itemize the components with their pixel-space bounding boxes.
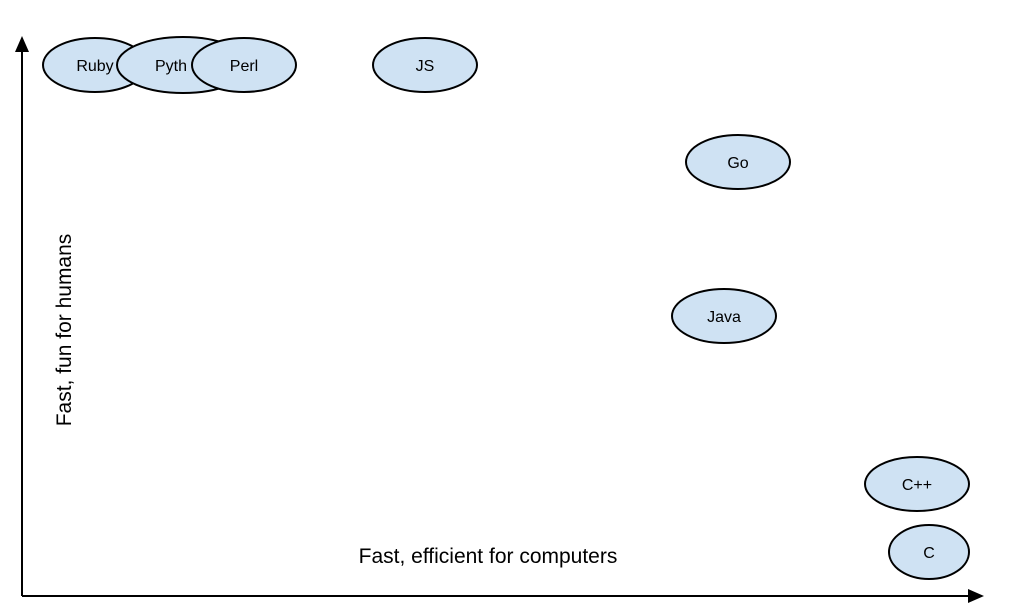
x-axis-label: Fast, efficient for computers: [359, 545, 618, 568]
node-ruby: Ruby: [42, 37, 148, 93]
node-java: Java: [671, 288, 777, 344]
x-axis: [22, 589, 984, 603]
node-perl: Perl: [191, 37, 297, 93]
node-ruby-label: Ruby: [76, 58, 113, 75]
node-java-label: Java: [707, 309, 741, 326]
node-js: JS: [372, 37, 478, 93]
node-js-label: JS: [416, 58, 435, 75]
node-cpp-label: C++: [902, 477, 932, 494]
y-axis-label: Fast, fun for humans: [53, 234, 76, 427]
node-python-label: Pyth: [155, 58, 187, 75]
node-c-label: C: [923, 545, 935, 562]
node-js-shape: [372, 37, 478, 93]
y-axis-arrowhead: [15, 36, 29, 52]
node-go-label: Go: [727, 155, 748, 172]
node-go-shape: [685, 134, 791, 190]
node-java-shape: [671, 288, 777, 344]
x-axis-arrowhead: [968, 589, 984, 603]
node-go: Go: [685, 134, 791, 190]
node-cpp: C++: [864, 456, 970, 512]
node-c-shape: [888, 524, 970, 580]
node-c: C: [888, 524, 970, 580]
y-axis: [15, 36, 29, 596]
node-perl-label: Perl: [230, 58, 258, 75]
node-perl-shape: [191, 37, 297, 93]
node-cpp-shape: [864, 456, 970, 512]
